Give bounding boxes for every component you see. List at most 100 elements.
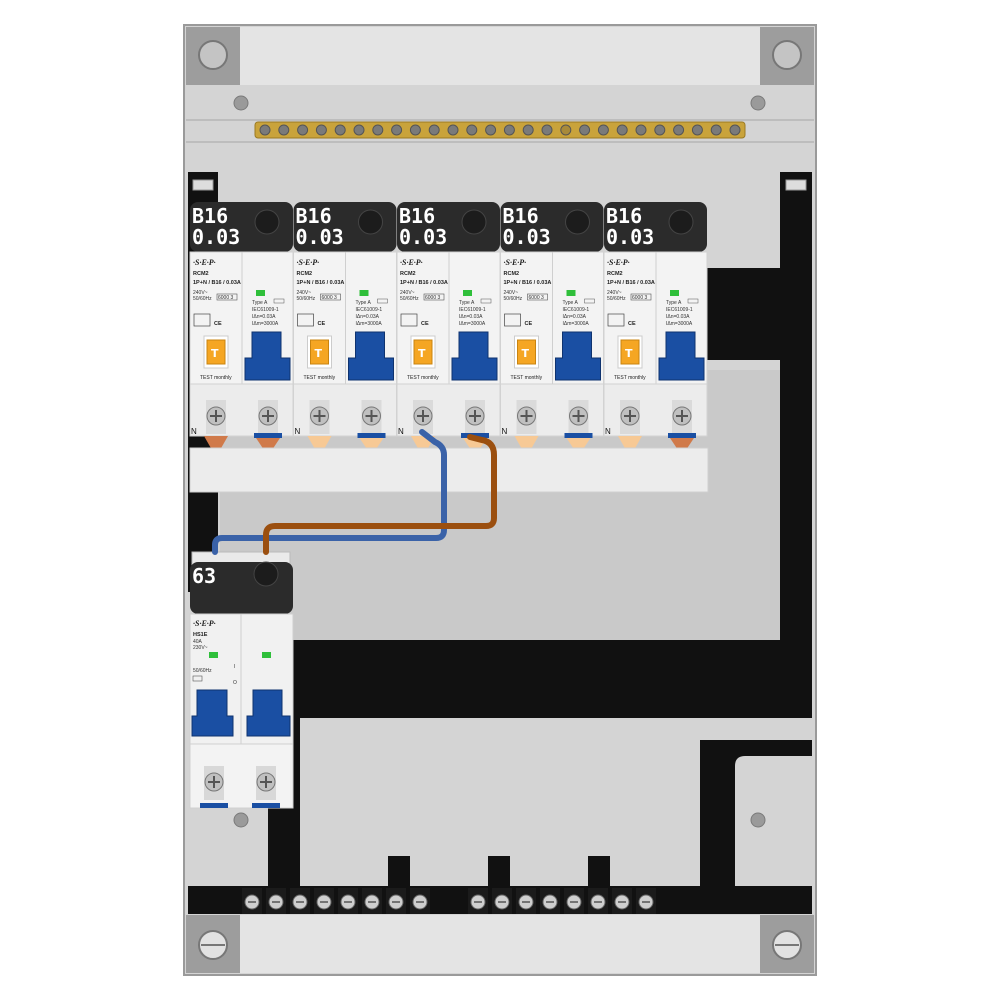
rcbo-screw-icon: [461, 209, 487, 235]
rcbo-neutral-label: N: [191, 427, 197, 436]
test-button-label: T: [522, 347, 530, 360]
rcbo-spec: 1P+N / B16 / 0.03A: [297, 280, 345, 286]
rcbo-icn: IΔm=3000A: [563, 321, 590, 327]
rcbo-test-note: TEST monthly: [304, 375, 336, 381]
rcbo-standard: IEC61009-1: [666, 307, 693, 313]
rcbo-code-box: [527, 293, 548, 301]
busbar-screw: [278, 124, 290, 136]
test-button[interactable]: [413, 339, 433, 365]
rcbo-rating: B16: [503, 204, 539, 228]
rail-clip-right: [785, 179, 807, 191]
rcbo-freq: 50/60Hz: [607, 296, 626, 302]
rcbo-type-icon: [687, 298, 699, 304]
busbar-screw: [409, 124, 421, 136]
earth-busbar: [254, 121, 746, 139]
rcbo-brand: ·S·E·P·: [400, 258, 423, 267]
rcbo-toggle[interactable]: [348, 331, 394, 381]
test-button[interactable]: [206, 339, 226, 365]
rcbo-code: 6000 3: [218, 295, 234, 301]
rcbo-sensitivity: 0.03: [606, 225, 654, 249]
rcbo-idn: IΔn=0.03A: [459, 314, 483, 320]
kema-mark-icon: [504, 313, 521, 327]
test-button[interactable]: [620, 339, 640, 365]
live-tail: [256, 438, 280, 450]
rcbo-rating: B16: [192, 204, 228, 228]
terminal-blue-marker: [668, 433, 696, 438]
test-button-label: T: [418, 347, 426, 360]
busbar-screw: [334, 124, 346, 136]
live-tail: [359, 438, 384, 450]
rcbo-model: RCM2: [504, 271, 520, 277]
rcbo-type: Type A: [666, 300, 682, 306]
rcbo-code-box: [423, 293, 445, 301]
ce-mark-icon: CE: [318, 321, 326, 327]
test-button-label: T: [315, 347, 323, 360]
rcbo-test-note: TEST monthly: [200, 375, 232, 381]
main-switch-toggle-1[interactable]: [191, 689, 234, 737]
rcbo-brand: ·S·E·P·: [297, 258, 320, 267]
rcbo-type: Type A: [563, 300, 579, 306]
live-tail: [670, 438, 694, 450]
rcbo-voltage: 240V~: [400, 290, 415, 296]
rcbo-icn: IΔm=3000A: [459, 321, 486, 327]
rcbo-toggle[interactable]: [451, 331, 498, 381]
rcbo-type-icon: [377, 298, 388, 304]
live-wire: [263, 434, 497, 555]
neutral-tail: [307, 436, 332, 450]
main-switch[interactable]: 63 ·S·E·P· HS1E 40A 230V~ 50/60Hz I O: [189, 551, 294, 809]
busbar-screw: [447, 124, 459, 136]
rcbo-spec: 1P+N / B16 / 0.03A: [607, 280, 655, 286]
rcbo-brand: ·S·E·P·: [504, 258, 527, 267]
rcbo-spec: 1P+N / B16 / 0.03A: [193, 280, 241, 286]
busbar-screw: [522, 124, 534, 136]
rcbo-code: 6000 3: [632, 295, 648, 301]
rcbo-toggle[interactable]: [658, 331, 705, 381]
rcbo-screw-icon: [254, 209, 280, 235]
busbar-screw: [391, 124, 403, 136]
neutral-tail: [514, 436, 539, 450]
neutral-tail: [618, 436, 642, 450]
busbar-screw: [259, 124, 271, 136]
rcbo-model: RCM2: [297, 271, 313, 277]
top-cover: [240, 27, 760, 85]
rcbo-voltage: 240V~: [297, 290, 312, 296]
kema-mark-icon: [297, 313, 314, 327]
main-switch-current: 40A: [193, 639, 203, 645]
ce-mark-icon: CE: [214, 321, 222, 327]
busbar-screw: [428, 124, 440, 136]
rcbo-freq: 50/60Hz: [297, 296, 316, 302]
rcbo-freq: 50/60Hz: [400, 296, 419, 302]
rcbo-toggle[interactable]: [555, 331, 601, 381]
mounting-holes: [233, 95, 766, 828]
rcbo-indicator: [359, 290, 369, 296]
rcbo-voltage: 240V~: [504, 290, 519, 296]
rcbo-brand: ·S·E·P·: [193, 258, 216, 267]
busbar-screw: [485, 124, 497, 136]
test-button[interactable]: [310, 339, 329, 365]
main-switch-indicator-2: [262, 652, 271, 658]
rcbo-code-box: [216, 293, 238, 301]
test-button[interactable]: [517, 339, 536, 365]
busbar-screw: [560, 124, 572, 136]
main-switch-toggle-2[interactable]: [246, 689, 291, 737]
main-switch-rating: 63: [192, 564, 216, 588]
terminal-blue-marker: [254, 433, 282, 438]
rcbo-neutral-label: N: [295, 427, 301, 436]
rcbo-freq: 50/60Hz: [193, 296, 212, 302]
rcbo-sensitivity: 0.03: [503, 225, 551, 249]
neutral-terminal-blocks: [242, 888, 656, 914]
rcbo-toggle[interactable]: [244, 331, 291, 381]
main-switch-terminal-screws: [200, 766, 280, 808]
rcbo-code: 6000 3: [425, 295, 441, 301]
rcbo-spec: 1P+N / B16 / 0.03A: [400, 280, 448, 286]
main-switch-model: HS1E: [193, 632, 208, 638]
rcbo-type-icon: [584, 298, 595, 304]
busbar-screw: [710, 124, 722, 136]
